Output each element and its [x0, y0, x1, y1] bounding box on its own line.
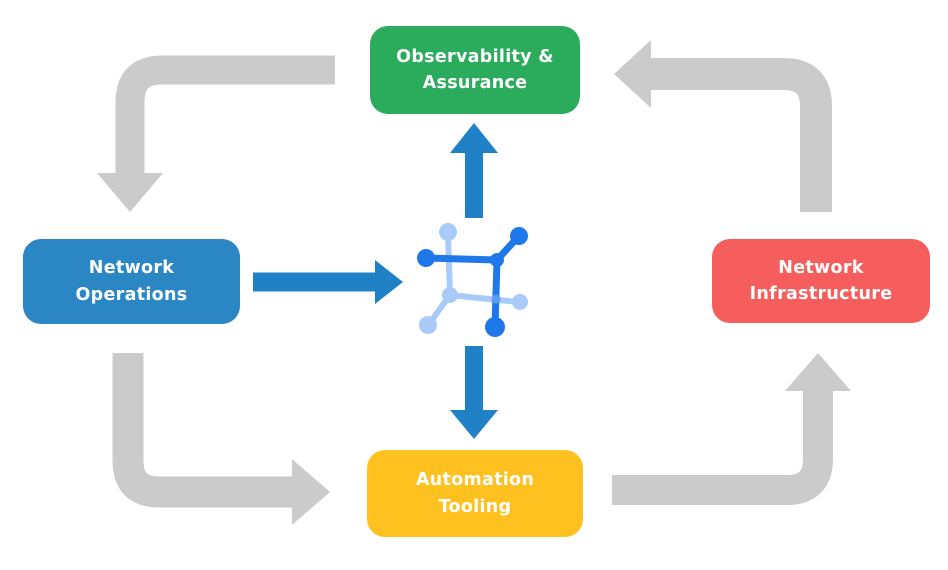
arrow-automation-to-infrastructure	[612, 353, 851, 505]
arrow-infrastructure-to-observability-shaft	[651, 58, 832, 212]
arrow-infrastructure-to-observability-head	[614, 40, 651, 108]
arrow-hub-to-observability-head	[450, 123, 498, 153]
arrow-hub-to-observability	[450, 123, 498, 218]
node-infrastructure: Network Infrastructure	[712, 239, 930, 323]
arrow-hub-to-automation-head	[450, 410, 498, 439]
arrow-operations-to-automation-head	[292, 459, 330, 525]
arrow-operations-to-hub-head	[375, 260, 403, 304]
arrow-hub-to-automation	[450, 346, 498, 439]
arrow-automation-to-infrastructure-shaft	[612, 391, 833, 505]
arrow-operations-to-automation	[112, 353, 330, 525]
node-automation: Automation Tooling	[367, 450, 583, 537]
hub-dark-branches	[417, 227, 528, 337]
arrow-automation-to-infrastructure-head	[785, 353, 851, 391]
hub-light-branches	[419, 223, 528, 334]
arrow-infrastructure-to-observability	[614, 40, 832, 212]
node-operations: Network Operations	[23, 239, 240, 324]
node-observability: Observability & Assurance	[370, 26, 580, 114]
arrow-operations-to-automation-shaft	[112, 353, 293, 508]
arrow-operations-to-hub	[253, 260, 403, 304]
arrow-observability-to-operations-shaft	[115, 55, 335, 176]
arrow-observability-to-operations	[97, 55, 335, 212]
arrow-observability-to-operations-head	[97, 173, 163, 212]
network-hub-icon	[417, 223, 528, 337]
